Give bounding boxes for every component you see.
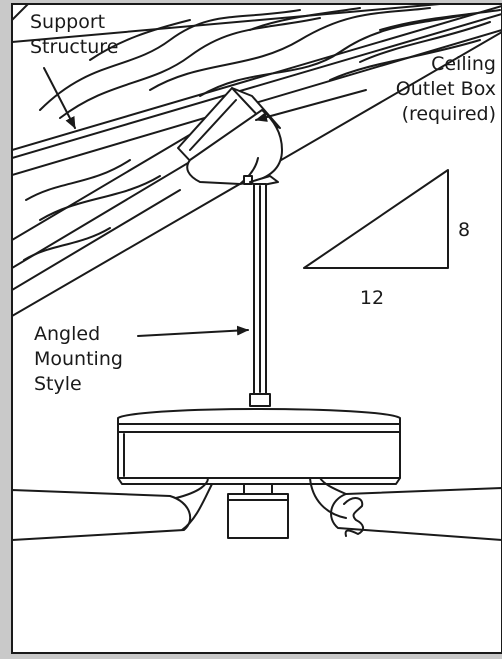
pitch-triangle	[303, 169, 449, 269]
fan-blade-right	[309, 477, 502, 541]
label-outlet-box: Outlet Box	[396, 78, 496, 100]
pitch-run-label: 12	[360, 287, 384, 309]
label-required: (required)	[402, 103, 496, 125]
label-style: Style	[34, 373, 82, 395]
support-structure-arrow	[43, 67, 76, 129]
pitch-rise-label: 8	[458, 219, 470, 241]
fan-blade-left	[12, 477, 213, 541]
label-mounting: Mounting	[34, 348, 123, 370]
switch-housing	[227, 483, 289, 539]
fan-motor-housing	[117, 408, 401, 485]
label-ceiling: Ceiling	[431, 53, 496, 75]
label-angled: Angled	[34, 323, 100, 345]
downrod-arrow	[137, 325, 249, 337]
label-support: Support	[30, 11, 105, 33]
downrod	[249, 183, 271, 407]
label-structure: Structure	[30, 36, 118, 58]
outlet-box-arrow	[255, 89, 367, 122]
